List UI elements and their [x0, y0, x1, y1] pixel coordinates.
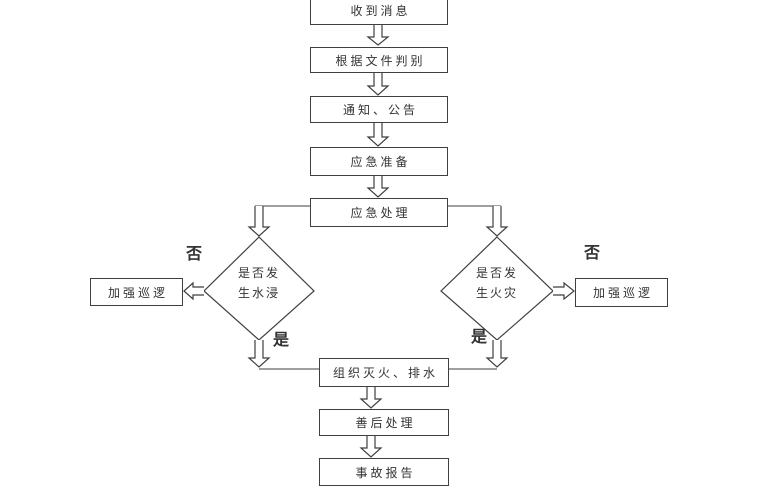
flow-arrow-down-icon: [366, 176, 390, 198]
node-emergency-preparation: 应急准备: [310, 147, 448, 176]
node-organize-firefighting-drainage: 组织灭火、排水: [319, 358, 449, 387]
branch-label-no-right: 否: [584, 245, 601, 262]
branch-label-no-left: 否: [186, 246, 203, 263]
flood-decision-label: 是否发 生水浸: [237, 266, 280, 300]
fire-decision-label: 是否发 生火灾: [475, 266, 518, 300]
flow-arrow-down-icon: [366, 73, 390, 96]
flow-arrow-down-icon: [247, 340, 271, 368]
node-strengthen-patrol-left: 加强巡逻: [90, 278, 183, 306]
node-receive-message: 收到消息: [310, 0, 448, 25]
flow-arrow-down-icon: [247, 206, 271, 237]
node-strengthen-patrol-right: 加强巡逻: [575, 278, 668, 307]
node-judge-by-document: 根据文件判别: [310, 47, 448, 73]
branch-label-yes-left: 是: [273, 332, 290, 349]
node-accident-report: 事故报告: [319, 458, 449, 486]
flow-arrow-down-icon: [366, 25, 390, 46]
flow-arrow-down-icon: [485, 340, 509, 368]
flow-arrow-down-icon: [359, 436, 383, 458]
flow-arrow-down-icon: [359, 387, 383, 409]
node-emergency-handling: 应急处理: [310, 198, 448, 227]
branch-label-yes-right: 是: [471, 329, 488, 346]
node-aftermath-handling: 善后处理: [319, 409, 449, 436]
flow-arrow-right-icon: [553, 281, 575, 301]
flow-arrow-down-icon: [485, 206, 509, 237]
flow-arrow-down-icon: [366, 123, 390, 147]
node-notice-announcement: 通知、公告: [310, 96, 448, 123]
flow-arrow-left-icon: [183, 281, 204, 301]
